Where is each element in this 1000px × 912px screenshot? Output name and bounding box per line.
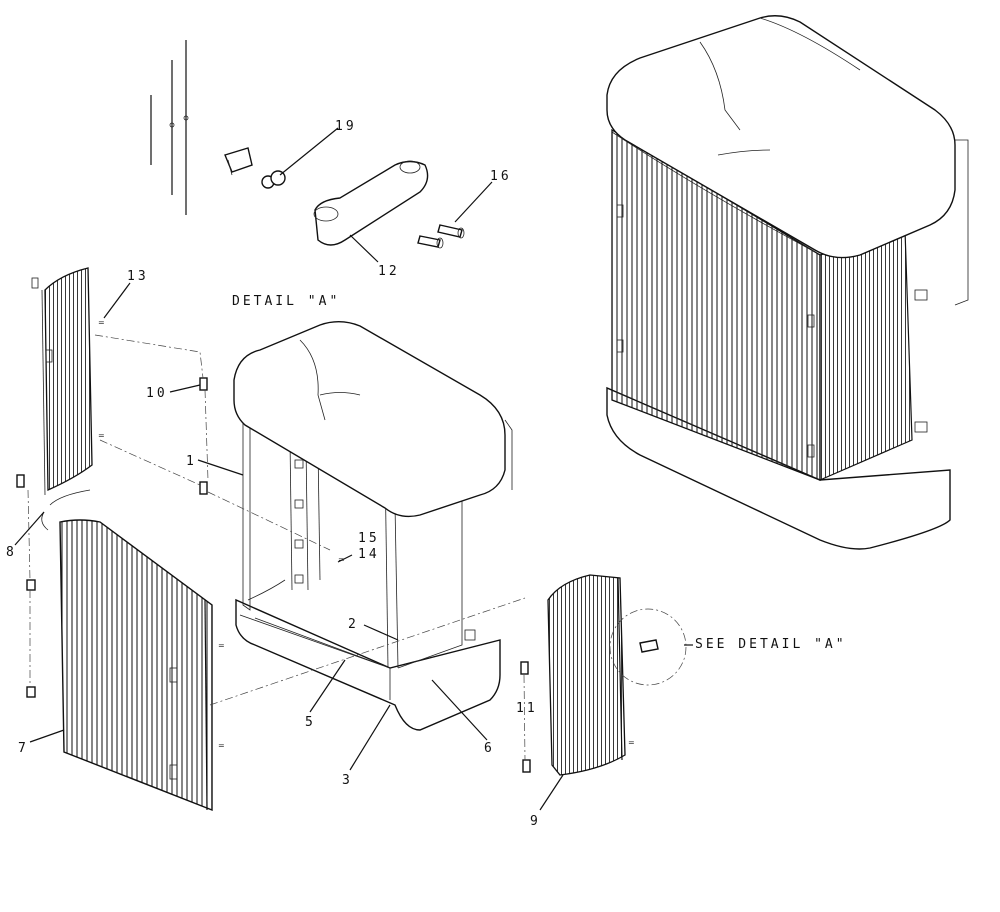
fasteners: = = = = = = [16, 318, 635, 773]
see-detail-a-label: SEE DETAIL "A" [695, 637, 847, 652]
svg-text:=: = [218, 741, 225, 750]
svg-text:=: = [218, 641, 225, 650]
assembled-enclosure [606, 15, 969, 550]
callout-5: 5 [305, 715, 316, 730]
callout-15: 15 [358, 531, 380, 546]
callout-19: 19 [335, 119, 357, 134]
callout-9: 9 [530, 814, 541, 829]
callout-16: 16 [490, 169, 512, 184]
leader-lines [14, 127, 693, 811]
svg-text:=: = [338, 555, 345, 564]
front-grille-panel [59, 519, 213, 812]
detail-a-label: DETAIL "A" [232, 294, 340, 309]
callout-8: 8 [6, 545, 17, 560]
callout-7: 7 [18, 741, 29, 756]
callout-12: 12 [378, 264, 400, 279]
detail-a-parts [150, 40, 465, 249]
left-side-panel [31, 267, 93, 531]
callout-labels: DETAIL "A" SEE DETAIL "A" 19 16 12 13 10… [6, 119, 847, 829]
callout-1: 1 [186, 454, 197, 469]
callout-6: 6 [484, 741, 495, 756]
callout-2: 2 [348, 617, 359, 632]
svg-text:=: = [98, 431, 105, 440]
callout-3: 3 [342, 773, 353, 788]
alignment-lines [27, 334, 526, 761]
svg-text:=: = [98, 318, 105, 327]
svg-text:=: = [628, 738, 635, 747]
callout-10: 10 [146, 386, 168, 401]
callout-14: 14 [358, 547, 380, 562]
callout-13: 13 [127, 269, 149, 284]
central-frame [233, 321, 513, 731]
callout-11: 11 [516, 701, 538, 716]
right-side-panel [547, 574, 687, 776]
